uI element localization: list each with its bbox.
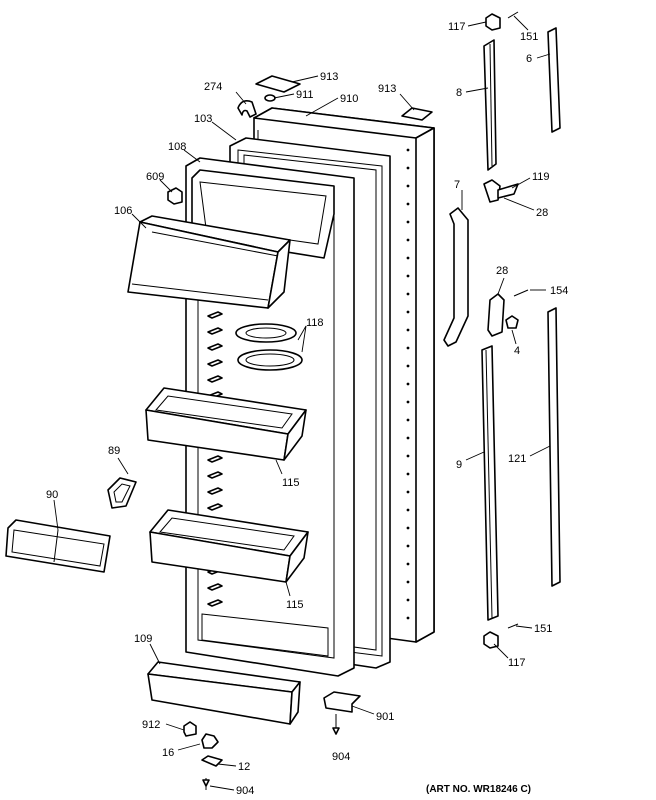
panel-screw-dot xyxy=(406,418,410,422)
leader-lines xyxy=(53,15,551,791)
callout-16: 16 xyxy=(162,747,174,759)
callout-609: 609 xyxy=(146,171,164,183)
small-parts xyxy=(5,75,433,790)
trim-strip-6 xyxy=(547,27,561,133)
callout-911: 911 xyxy=(296,89,314,101)
callout-151-bottom: 151 xyxy=(534,623,552,635)
oval-trim-part xyxy=(235,323,303,371)
callout-6: 6 xyxy=(526,53,532,65)
screw-151-top xyxy=(507,11,519,19)
panel-screw-dot xyxy=(406,346,410,350)
callout-115-lower: 115 xyxy=(286,599,304,611)
liner-shelf-rail xyxy=(207,359,223,367)
callout-90: 90 xyxy=(46,489,58,501)
liner-shelf-rail xyxy=(207,599,223,607)
panel-screw-dot xyxy=(406,400,410,404)
callout-115-upper: 115 xyxy=(282,477,300,489)
trim-strip-121 xyxy=(547,307,561,587)
liner-shelf-rail xyxy=(207,343,223,351)
support-bar-9 xyxy=(481,345,499,621)
art-number: (ART NO. WR18246 C) xyxy=(426,784,531,795)
panel-screw-dot xyxy=(406,580,410,584)
callout-12: 12 xyxy=(238,761,250,773)
liner-shelf-rail xyxy=(207,311,223,319)
callout-89: 89 xyxy=(108,445,120,457)
callout-106: 106 xyxy=(114,205,132,217)
panel-screw-dot xyxy=(406,598,410,602)
dispenser-cover xyxy=(127,215,291,309)
callout-117-bottom: 117 xyxy=(508,657,526,669)
panel-screw-dot xyxy=(406,454,410,458)
panel-screw-dot xyxy=(406,256,410,260)
callout-910: 910 xyxy=(340,93,358,105)
callout-151-top: 151 xyxy=(520,31,538,43)
callout-7: 7 xyxy=(454,179,460,191)
callout-117-top: 117 xyxy=(448,21,466,33)
liner-shelf-rail xyxy=(207,583,223,591)
panel-screw-dot xyxy=(406,472,410,476)
hinge-28-mid xyxy=(487,293,505,337)
panel-screw-dot xyxy=(406,292,410,296)
callout-901: 901 xyxy=(376,711,394,723)
panel-screw-dot xyxy=(406,526,410,530)
part-4 xyxy=(505,315,519,329)
callout-108: 108 xyxy=(168,141,186,153)
liner-shelf-rail xyxy=(207,455,223,463)
callout-912: 912 xyxy=(142,719,160,731)
callout-8: 8 xyxy=(456,87,462,99)
callout-274: 274 xyxy=(204,81,222,93)
callout-28-top: 28 xyxy=(536,207,548,219)
callout-904-bottom: 904 xyxy=(236,785,254,797)
door-handle-7 xyxy=(443,207,469,347)
panel-screw-dot xyxy=(406,508,410,512)
panel-screw-dot xyxy=(406,382,410,386)
panel-screw-dot xyxy=(406,364,410,368)
liner-shelf-rail xyxy=(207,471,223,479)
panel-screw-dot xyxy=(406,148,410,152)
callout-labels: 117 151 6 8 913 274 911 910 913 103 108 … xyxy=(46,21,568,797)
callout-154: 154 xyxy=(550,285,568,297)
callout-913-side: 913 xyxy=(378,83,396,95)
callout-121: 121 xyxy=(508,453,526,465)
panel-screw-dot xyxy=(406,184,410,188)
panel-screw-dot xyxy=(406,274,410,278)
hinge-bracket-8 xyxy=(483,39,497,171)
panel-screw-dot xyxy=(406,436,410,440)
callout-118: 118 xyxy=(306,317,324,329)
screw-154 xyxy=(513,289,529,297)
callout-4: 4 xyxy=(514,345,520,357)
panel-screw-dot xyxy=(406,544,410,548)
callout-103: 103 xyxy=(194,113,212,125)
liner-shelf-rail xyxy=(207,503,223,511)
callout-9: 9 xyxy=(456,459,462,471)
panel-screw-dot xyxy=(406,166,410,170)
callout-119: 119 xyxy=(532,171,550,183)
panel-screw-dot xyxy=(406,616,410,620)
liner-shelf-rail xyxy=(207,375,223,383)
panel-screw-dot xyxy=(406,562,410,566)
bottom-door-bin xyxy=(147,661,301,725)
liner-shelf-rail xyxy=(207,487,223,495)
panel-screw-dot xyxy=(406,238,410,242)
callout-913-top: 913 xyxy=(320,71,338,83)
callout-28-mid: 28 xyxy=(496,265,508,277)
panel-screw-dot xyxy=(406,328,410,332)
hinge-cap-117-top xyxy=(485,13,501,31)
door-shelf-upper xyxy=(145,387,307,461)
panel-screw-dot xyxy=(406,220,410,224)
callout-109: 109 xyxy=(134,633,152,645)
panel-screw-dot xyxy=(406,310,410,314)
liner-shelf-rail xyxy=(207,327,223,335)
screw-151-bot xyxy=(507,623,519,629)
panel-screw-dot xyxy=(406,202,410,206)
callout-904-center: 904 xyxy=(332,751,350,763)
panel-screw-dot xyxy=(406,490,410,494)
